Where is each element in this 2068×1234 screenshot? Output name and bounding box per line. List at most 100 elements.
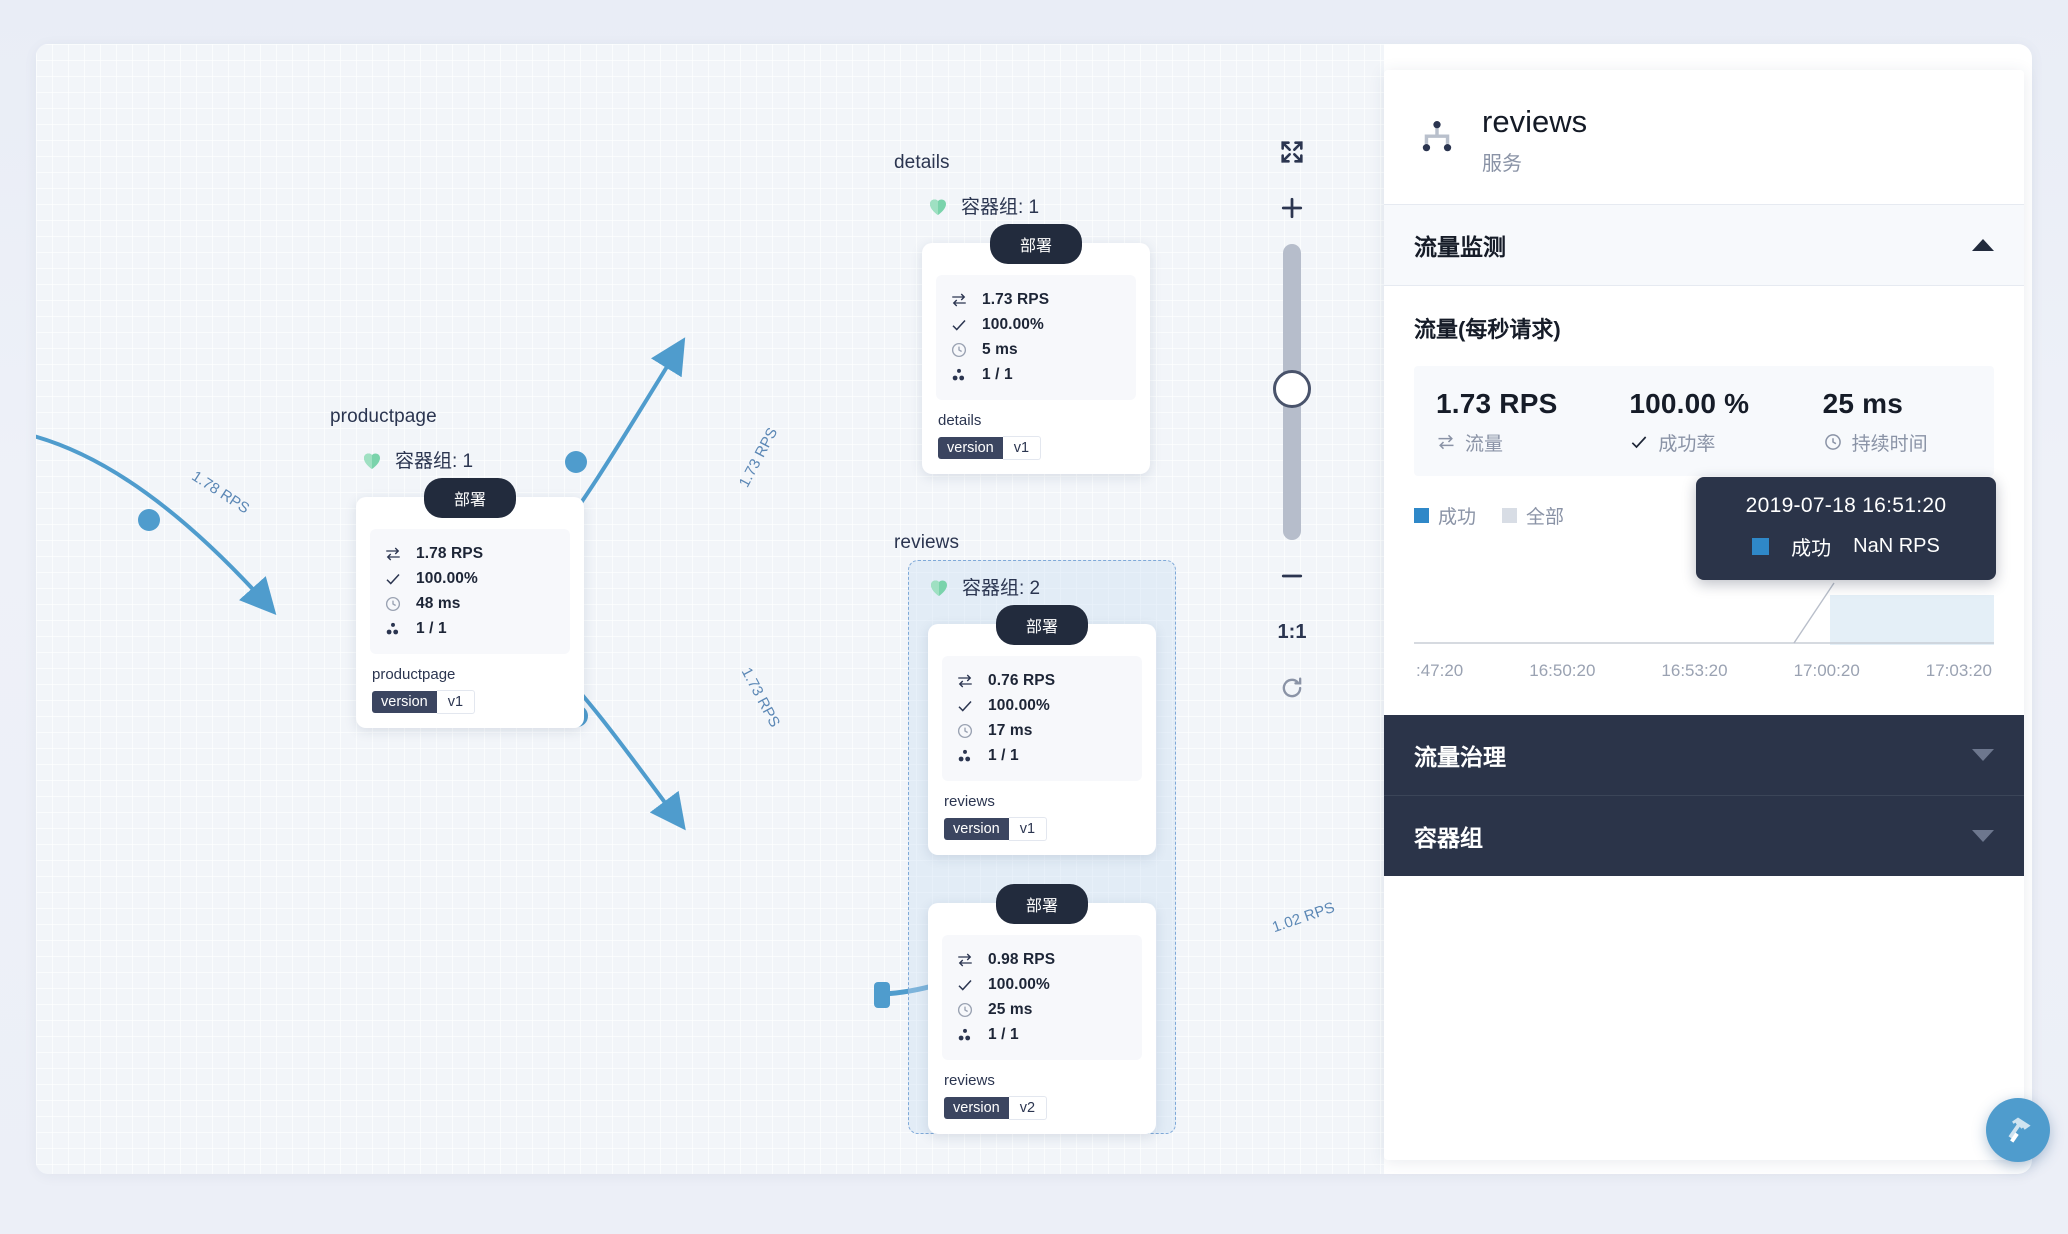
deploy-badge: 部署 <box>423 478 517 518</box>
workload-box[interactable]: 部署 1.78 RPS 100.00% 48 ms <box>356 478 584 728</box>
stat-caption: 持续时间 <box>1823 429 1994 456</box>
exchange-icon <box>386 547 400 561</box>
version-key: version <box>372 691 437 713</box>
tooltip-timestamp: 2019-07-18 16:51:20 <box>1745 493 1947 517</box>
metric-latency-value: 17 ms <box>988 722 1033 739</box>
replicas-icon <box>386 622 399 635</box>
deploy-badge: 部署 <box>995 605 1089 645</box>
tooltip-series-value: NaN RPS <box>1853 534 1940 557</box>
clock-icon <box>957 1002 973 1018</box>
exchange-icon <box>958 953 972 967</box>
legend-item-all[interactable]: 全部 <box>1502 502 1564 529</box>
pods-label: 容器组: 1 <box>395 451 474 472</box>
metric-success-value: 100.00% <box>416 570 478 587</box>
page-title: reviews <box>1482 104 1588 139</box>
metric-rps: 1.73 RPS <box>950 290 1136 310</box>
accordion-traffic-monitor[interactable]: 流量监测 <box>1384 203 2024 286</box>
fit-screen-button[interactable] <box>1264 124 1320 180</box>
clock-icon <box>385 596 401 612</box>
workload-box[interactable]: 部署 1.73 RPS 100.00% 5 ms <box>922 224 1150 474</box>
chart-plot <box>1414 582 2010 645</box>
stat-caption: 成功率 <box>1629 429 1800 456</box>
panel-subtitle: 服务 <box>1482 152 1522 175</box>
service-name: details <box>938 412 982 429</box>
workload-box[interactable]: 部署 0.76 RPS 100.00% 17 ms <box>928 605 1156 855</box>
zoom-in-button[interactable] <box>1264 180 1320 236</box>
x-tick: :47:20 <box>1416 660 1464 680</box>
deploy-badge: 部署 <box>995 884 1089 924</box>
metric-latency: 25 ms <box>956 1000 1142 1020</box>
metric-latency-value: 5 ms <box>982 341 1018 358</box>
zoom-out-button[interactable] <box>1264 548 1320 604</box>
expand-icon <box>1281 141 1303 163</box>
stats-row: 1.73 RPS 流量 100.00 % 成功率 25 ms <box>1414 365 1994 476</box>
metric-replicas: 1 / 1 <box>384 619 570 639</box>
stat-caption-label: 流量 <box>1465 433 1504 455</box>
group-title-details: details <box>894 152 950 173</box>
metric-replicas: 1 / 1 <box>956 746 1142 766</box>
metric-rps-value: 1.78 RPS <box>416 545 484 562</box>
zoom-reset-button[interactable]: 1:1 <box>1277 620 1307 643</box>
refresh-button[interactable] <box>1264 660 1320 716</box>
clock-icon <box>957 723 973 739</box>
zoom-slider-handle[interactable] <box>1273 370 1311 408</box>
stat-success-rate: 100.00 % 成功率 <box>1607 388 1800 456</box>
plus-icon <box>1281 197 1303 219</box>
check-icon <box>952 319 966 331</box>
version-value: v1 <box>1008 817 1048 841</box>
version-value: v1 <box>1002 436 1042 460</box>
metric-latency: 17 ms <box>956 721 1142 741</box>
metric-replicas-value: 1 / 1 <box>982 366 1013 383</box>
tooltip-series-label: 成功 <box>1791 537 1832 560</box>
traffic-chart[interactable]: 2019-07-18 16:51:20 成功 NaN RPS <box>1414 476 2010 655</box>
metric-rps-value: 0.98 RPS <box>988 951 1056 968</box>
tooltip-series-row: 成功 NaN RPS <box>1722 532 1970 561</box>
accordion-pods[interactable]: 容器组 <box>1384 794 2024 876</box>
zoom-toolbar[interactable]: 1:1 <box>1260 124 1324 716</box>
chart-legend[interactable]: 成功 全部 <box>1414 502 1994 529</box>
metrics-list: 0.98 RPS 100.00% 25 ms 1 / 1 <box>942 935 1142 1060</box>
legend-label: 成功 <box>1438 506 1477 528</box>
pod-heart-icon <box>931 579 947 596</box>
check-icon <box>386 573 400 585</box>
metric-latency: 48 ms <box>384 594 570 614</box>
node-details[interactable]: 容器组: 1 部署 1.73 RPS 100.00% <box>908 180 1164 482</box>
accordion-traffic-governance[interactable]: 流量治理 <box>1384 714 2024 795</box>
metric-rps-value: 1.73 RPS <box>982 291 1050 308</box>
stat-caption: 流量 <box>1436 429 1607 456</box>
accordion-label: 容器组 <box>1414 824 1483 851</box>
version-key: version <box>938 437 1003 459</box>
metric-success-value: 100.00% <box>988 976 1050 993</box>
tooltip-swatch <box>1752 537 1770 555</box>
legend-swatch <box>1502 507 1518 523</box>
version-tag: version v1 <box>944 817 1156 841</box>
topology-canvas[interactable]: 1.78 RPS 1.73 RPS 1.73 RPS 1.02 RPS prod… <box>36 44 1384 1174</box>
legend-item-success[interactable]: 成功 <box>1414 502 1476 529</box>
node-productpage[interactable]: 容器组: 1 部署 1.78 RPS 100.00% <box>342 434 598 734</box>
clock-icon <box>1824 434 1841 450</box>
topology-edges <box>36 337 1137 1008</box>
metrics-list: 1.78 RPS 100.00% 48 ms 1 / 1 <box>370 529 570 654</box>
replicas-icon <box>958 749 971 762</box>
service-name: reviews <box>944 1072 995 1089</box>
workload-box[interactable]: 部署 0.98 RPS 100.00% 25 ms <box>928 884 1156 1134</box>
replicas-icon <box>958 1028 971 1041</box>
zoom-slider[interactable] <box>1273 244 1311 540</box>
accordion-label: 流量治理 <box>1414 743 1506 770</box>
traffic-monitor-body: 流量(每秒请求) 1.73 RPS 流量 100.00 % 成功率 <box>1384 286 2024 681</box>
version-tag: version v2 <box>944 1096 1156 1120</box>
node-reviews[interactable]: 容器组: 2 部署 0.76 RPS 100.00% <box>908 560 1176 1134</box>
chevron-up-icon <box>1972 238 1994 251</box>
chevron-down-icon <box>1972 748 1994 761</box>
clock-icon <box>951 342 967 358</box>
metric-success-value: 100.00% <box>988 697 1050 714</box>
metric-latency: 5 ms <box>950 340 1136 360</box>
version-tag: version v1 <box>938 436 1150 460</box>
version-tag: version v1 <box>372 690 584 714</box>
check-icon <box>958 700 972 712</box>
tools-fab-button[interactable] <box>1986 1098 2050 1162</box>
minus-icon <box>1281 574 1303 578</box>
refresh-icon <box>1282 677 1302 698</box>
metric-success: 100.00% <box>950 315 1136 335</box>
